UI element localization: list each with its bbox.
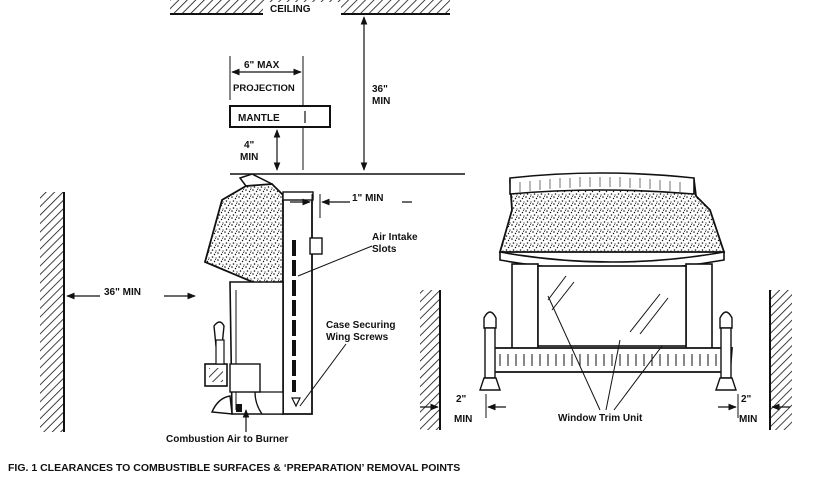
mantle-clearance-unit: MIN xyxy=(240,152,258,163)
window-trim-label: Window Trim Unit xyxy=(558,413,643,424)
window-glass xyxy=(537,265,687,347)
side-clearance-label: 36" MIN xyxy=(104,287,141,298)
ceiling: CEILING xyxy=(170,0,450,15)
left-side-wall xyxy=(40,192,65,432)
right-min-clearance-dimension: 2" MIN xyxy=(718,394,790,425)
side-clearance-dimension: 36" MIN xyxy=(66,284,196,300)
mantle-clearance-value: 4" xyxy=(244,140,255,151)
air-intake-slots xyxy=(292,240,296,392)
ceiling-label: CEILING xyxy=(270,4,311,15)
figure-caption: FIG. 1 CLEARANCES TO COMBUSTIBLE SURFACE… xyxy=(8,462,460,474)
air-intake-callout: Air Intake Slots xyxy=(297,232,418,277)
front-right-wall xyxy=(769,290,792,430)
projection-label: PROJECTION xyxy=(233,83,295,94)
heater-front-view xyxy=(479,172,737,391)
rear-clearance-dimension: 1" MIN xyxy=(290,190,412,218)
right-min-value: 2" xyxy=(741,394,752,405)
rear-clearance-label: 1" MIN xyxy=(352,193,383,204)
heater-cabinet xyxy=(282,195,313,415)
heater-side-view xyxy=(203,173,323,415)
wing-screws-label-line2: Wing Screws xyxy=(326,332,389,343)
ceiling-clearance-unit: MIN xyxy=(372,96,390,107)
ceiling-clearance-dimension: 36" MIN xyxy=(360,16,390,171)
left-min-unit: MIN xyxy=(454,414,472,425)
combustion-air-callout: Combustion Air to Burner xyxy=(166,409,289,445)
left-finial xyxy=(479,311,501,391)
window-trim-callout: Window Trim Unit xyxy=(547,295,663,424)
air-intake-label-line2: Slots xyxy=(372,244,397,255)
radiant-panel xyxy=(203,183,285,284)
right-finial xyxy=(715,311,737,391)
ceiling-clearance-value: 36" xyxy=(372,84,388,95)
mantle-clearance-dimension: 4" MIN xyxy=(240,129,281,171)
wing-screws-callout: Case Securing Wing Screws xyxy=(299,320,395,407)
mantle-label: MANTLE xyxy=(238,113,280,124)
right-min-unit: MIN xyxy=(739,414,757,425)
projection-max-label: 6" MAX xyxy=(244,60,280,71)
front-left-wall xyxy=(420,290,441,430)
mantle: MANTLE xyxy=(229,105,331,128)
combustion-air-label: Combustion Air to Burner xyxy=(166,434,289,445)
left-min-clearance-dimension: 2" MIN xyxy=(420,394,506,425)
wing-screws-label-line1: Case Securing xyxy=(326,320,395,331)
air-intake-label-line1: Air Intake xyxy=(372,232,418,243)
left-min-value: 2" xyxy=(456,394,467,405)
